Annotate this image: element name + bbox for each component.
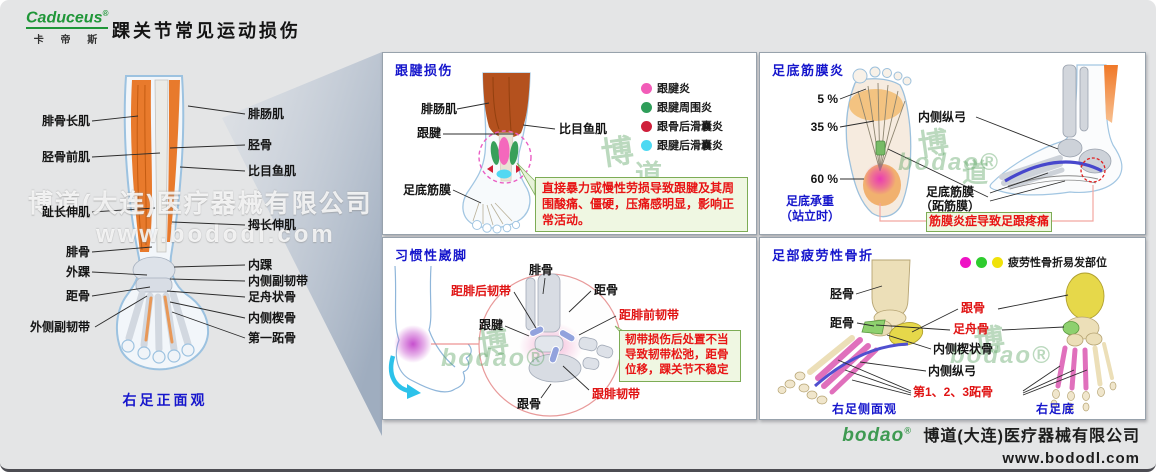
label-gastrocnemius: 腓肠肌 — [248, 107, 285, 121]
label-tibialis-anterior: 胫骨前肌 — [41, 150, 90, 164]
label-plantar-fascia-line1: 足底筋膜 — [925, 185, 974, 199]
label-medial-cuneiform: 内侧楔状骨 — [933, 342, 994, 356]
bodao-logo: bodao® — [842, 425, 912, 446]
label-navicular: 足舟状骨 — [248, 290, 297, 304]
label-posterior-talofibular-ligament: 距腓后韧带 — [450, 284, 511, 298]
leg-muscles — [130, 79, 180, 253]
achilles-note: 直接暴力或慢性劳损导致跟腱及其周围酸痛、僵硬，压痛感明显，影响正常活动。 — [535, 177, 748, 233]
legend-item: 疲劳性骨折易发部位 — [960, 254, 1107, 270]
label-tibia: 胫骨 — [248, 138, 273, 152]
label-percent-5: 5 % — [817, 92, 838, 106]
label-first-metatarsal: 第一跖骨 — [248, 331, 297, 345]
panel-title: 足部疲劳性骨折 — [772, 248, 874, 263]
panel-plantar-fasciitis: 博 bodao® 道 足底筋膜炎 5 % 35 % 60 % 足底承重 （站立时… — [759, 52, 1146, 235]
label-navicular: 足舟骨 — [953, 322, 990, 336]
panel-title: 跟腱损伤 — [395, 63, 454, 78]
watermark-site: www.bododl.com — [96, 221, 336, 248]
footer-company-line: bodao® 博道(大连)医疗器械有限公司 — [842, 422, 1140, 447]
sprain-note: 韧带损伤后处置不当导致韧带松弛，距骨位移，踝关节不稳定 — [619, 330, 741, 382]
legend-label: 跟腱后滑囊炎 — [657, 140, 723, 152]
label-achilles-tendon: 跟腱 — [416, 126, 441, 140]
label-calcaneus: 跟骨 — [517, 397, 542, 411]
label-plantar-fascia: 足底筋膜 — [402, 183, 451, 197]
label-plantar-fascia: 足底筋膜 （跖筋膜） — [912, 185, 988, 214]
plantar-note: 筋膜炎症导致足跟疼痛 — [926, 212, 1052, 232]
label-medial-arch: 内侧纵弓 — [928, 364, 977, 378]
sprain-illustration — [388, 265, 636, 417]
leader-lines — [91, 105, 246, 339]
stress-fracture-illustration — [777, 259, 1117, 412]
label-talus: 距骨 — [829, 316, 854, 330]
legend-label: 跟腱周围炎 — [657, 102, 712, 114]
label-weight-bearing: 足底承重 — [786, 194, 835, 208]
panel-achilles-injury: 博 道 跟腱损伤 腓肠肌 跟腱 足底筋膜 比目鱼肌 跟腱炎 跟腱周围炎 跟骨后滑… — [382, 52, 757, 235]
legend-dot-green — [976, 256, 987, 268]
label-medial-cuneiform: 内侧楔骨 — [248, 311, 297, 325]
legend-label: 疲劳性骨折易发部位 — [1008, 257, 1107, 269]
legend-dot-cyan — [641, 139, 652, 151]
left-figure-caption: 右足正面观 — [122, 392, 208, 408]
achilles-legend: 跟腱炎 跟腱周围炎 跟骨后滑囊炎 跟腱后滑囊炎 — [641, 80, 723, 156]
registered-mark: ® — [904, 425, 912, 436]
label-achilles-tendon: 跟腱 — [478, 318, 503, 332]
legend-label: 跟骨后滑囊炎 — [657, 121, 723, 133]
label-calcaneofibular-ligament: 跟腓韧带 — [592, 387, 641, 401]
label-soleus: 比目鱼肌 — [248, 164, 297, 178]
plantar-illustration — [839, 64, 1123, 222]
label-lateral-ligament: 外侧副韧带 — [29, 320, 90, 334]
stress-legend: 疲劳性骨折易发部位 — [960, 254, 1107, 273]
label-percent-35: 35 % — [810, 120, 838, 134]
label-talus: 距骨 — [65, 289, 90, 303]
label-fibula: 腓骨 — [65, 245, 90, 259]
foot-bones — [121, 256, 195, 364]
legend-item: 跟骨后滑囊炎 — [641, 118, 723, 134]
legend-item: 跟腱炎 — [641, 80, 723, 96]
caption-plantar-view: 右足底 — [1036, 402, 1076, 416]
label-gastrocnemius: 腓肠肌 — [420, 102, 457, 116]
panel-stress-fracture: 博 bodao® 足部疲劳性骨折 疲劳性骨折易发部位 胫骨 距骨 跟骨 足舟骨 … — [759, 237, 1146, 420]
caption-side-view: 右足侧面观 — [832, 402, 898, 416]
label-soleus: 比目鱼肌 — [559, 122, 608, 136]
caduceus-logo: Caduceus® 卡 帝 斯 — [26, 8, 109, 46]
page-title: 踝关节常见运动损伤 — [112, 21, 301, 41]
legend-dot-yellow — [992, 256, 1003, 268]
label-percent-60: 60 % — [810, 172, 838, 186]
legend-dot-green — [641, 101, 652, 113]
legend-dot-red — [641, 120, 652, 132]
brand-name-cn: 卡 帝 斯 — [33, 34, 105, 46]
label-calcaneus: 跟骨 — [961, 301, 986, 315]
legend-item: 跟腱后滑囊炎 — [641, 137, 723, 153]
achilles-illustration — [443, 72, 556, 234]
label-medial-arch: 内侧纵弓 — [918, 110, 967, 124]
footer-website: www.bododl.com — [1002, 450, 1140, 467]
legend-dot-magenta — [960, 256, 971, 268]
panel-title: 足底筋膜炎 — [772, 63, 845, 78]
label-weight-bearing-note: （站立时） — [780, 209, 841, 223]
legend-item: 跟腱周围炎 — [641, 99, 723, 115]
label-medial-ligament: 内侧副韧带 — [248, 274, 309, 288]
label-tibia: 胫骨 — [829, 287, 854, 301]
label-metatarsals-123: 第1、2、3跖骨 — [913, 385, 994, 399]
brand-name: Caduceus — [26, 9, 103, 26]
footer: bodao® 博道(大连)医疗器械有限公司 www.bododl.com — [842, 422, 1140, 467]
legend-dot-pink — [641, 82, 652, 94]
footer-company-name: 博道(大连)医疗器械有限公司 — [923, 428, 1140, 445]
legend-label: 跟腱炎 — [657, 83, 690, 95]
label-extensor-digitorum: 趾长伸肌 — [41, 205, 90, 219]
panel-title: 习惯性崴脚 — [395, 248, 468, 263]
label-talus: 距骨 — [594, 283, 619, 297]
label-anterior-talofibular-ligament: 距腓前韧带 — [619, 308, 680, 322]
magnifier-wedge — [222, 52, 382, 436]
leg-front-illustration — [91, 52, 382, 436]
label-lateral-malleolus: 外踝 — [65, 265, 90, 279]
label-plantar-fascia-line2: （跖筋膜） — [919, 198, 980, 213]
label-medial-malleolus: 内踝 — [248, 258, 273, 272]
panel-habitual-sprain: 博 bodao® 习惯性崴脚 腓骨 距骨 距腓后韧带 跟腱 距腓前韧带 跟腓韧带… — [382, 237, 757, 420]
watermark-company: 博道(大连)医疗器械有限公司 — [28, 190, 373, 218]
label-extensor-hallucis: 拇长伸肌 — [248, 218, 297, 232]
registered-mark: ® — [102, 8, 109, 18]
label-fibula: 腓骨 — [529, 263, 554, 277]
bodao-logo-text: bodao — [842, 425, 905, 446]
label-peroneus-longus: 腓骨长肌 — [41, 114, 90, 128]
